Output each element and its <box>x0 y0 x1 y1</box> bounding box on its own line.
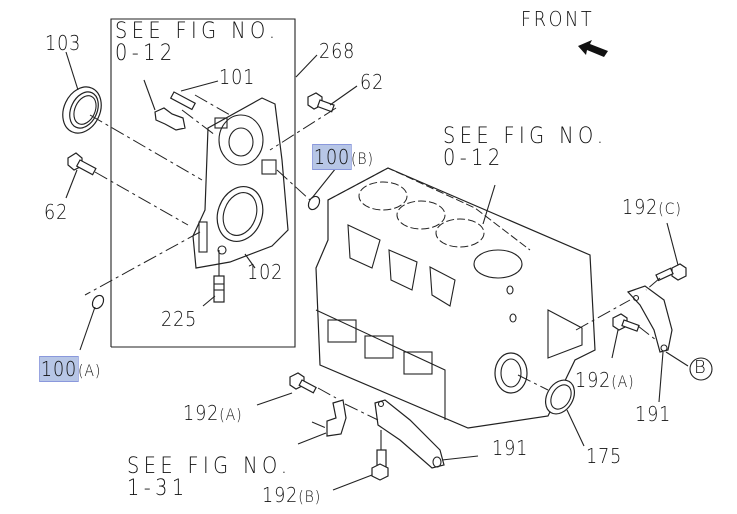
callout-192a-left[interactable]: 192(A) <box>183 403 243 423</box>
front-label: FRONT <box>521 7 595 31</box>
front-plate-subassembly-frame <box>110 18 296 348</box>
arrow-front-icon <box>578 40 608 57</box>
see-fig-line1: SEE FIG NO. <box>115 19 280 44</box>
callout-103[interactable]: 103 <box>45 31 82 55</box>
callout-100a-suffix: (A) <box>78 361 102 380</box>
see-fig-line2: 0-12 <box>443 146 505 171</box>
callout-225[interactable]: 225 <box>161 307 198 331</box>
callout-62-right[interactable]: 62 <box>360 70 385 94</box>
bolt-192c-part <box>655 263 687 282</box>
callout-175[interactable]: 175 <box>586 444 623 468</box>
leader-lines <box>65 51 689 491</box>
o-ring-100a-part <box>91 294 105 310</box>
see-fig-ref-center[interactable]: SEE FIG NO. 0-12 <box>443 126 607 170</box>
clip-bracket-part <box>326 399 347 437</box>
callout-192a-right[interactable]: 192(A) <box>575 370 635 390</box>
bolt-192a-left-part <box>289 372 317 394</box>
callout-100b[interactable]: 100(B) <box>312 144 374 170</box>
callout-100a[interactable]: 100(A) <box>39 356 102 382</box>
bolt-62-left-part <box>67 152 97 176</box>
stud-101-part <box>154 91 197 131</box>
see-fig-line2: 1-31 <box>127 476 189 501</box>
bolt-62-right-part <box>307 92 335 113</box>
assembly-axis-lines <box>84 94 661 429</box>
callout-192b-suffix: (B) <box>298 487 322 506</box>
callout-100b-suffix: (B) <box>351 149 374 168</box>
callout-102[interactable]: 102 <box>247 260 284 284</box>
stud-225-part <box>213 250 225 303</box>
callout-192c[interactable]: 192(C) <box>622 197 682 217</box>
callout-192a-right-suffix: (A) <box>611 372 635 391</box>
cylinder-block-part <box>315 167 596 429</box>
callout-268[interactable]: 268 <box>319 39 356 63</box>
see-fig-line1: SEE FIG NO. <box>443 124 608 149</box>
bracket-191-right-part <box>626 285 673 353</box>
callout-101[interactable]: 101 <box>219 65 256 89</box>
callout-191-right[interactable]: 191 <box>635 402 672 426</box>
connection-marker-b-label: B <box>694 357 706 378</box>
callout-100b-number: 100 <box>312 144 352 170</box>
see-fig-ref-lower[interactable]: SEE FIG NO. 1-31 <box>127 456 291 500</box>
o-ring-100b-part <box>307 195 321 211</box>
see-fig-ref-upper-left[interactable]: SEE FIG NO. 0-12 <box>115 21 279 65</box>
callout-192a-left-suffix: (A) <box>219 405 243 424</box>
front-plate-268-part <box>192 97 289 269</box>
connection-marker-b <box>689 357 713 381</box>
callout-62-left[interactable]: 62 <box>44 200 69 224</box>
callout-192b-number: 192 <box>262 483 299 507</box>
oil-seal-103-part <box>62 86 102 134</box>
see-fig-line1: SEE FIG NO. <box>127 454 292 479</box>
callout-192c-suffix: (C) <box>658 199 682 218</box>
see-fig-line2: 0-12 <box>115 41 177 66</box>
callout-191-bottom[interactable]: 191 <box>492 436 529 460</box>
callout-192b[interactable]: 192(B) <box>262 485 321 505</box>
bolt-192a-right-part <box>612 313 640 332</box>
bolt-192b-part <box>371 430 389 481</box>
callout-192a-left-number: 192 <box>183 401 220 425</box>
callout-192a-right-number: 192 <box>575 368 612 392</box>
callout-192c-number: 192 <box>622 195 659 219</box>
callout-100a-number: 100 <box>39 356 79 382</box>
bracket-191-bottom-part <box>374 399 445 469</box>
oil-seal-175-part <box>544 379 576 415</box>
